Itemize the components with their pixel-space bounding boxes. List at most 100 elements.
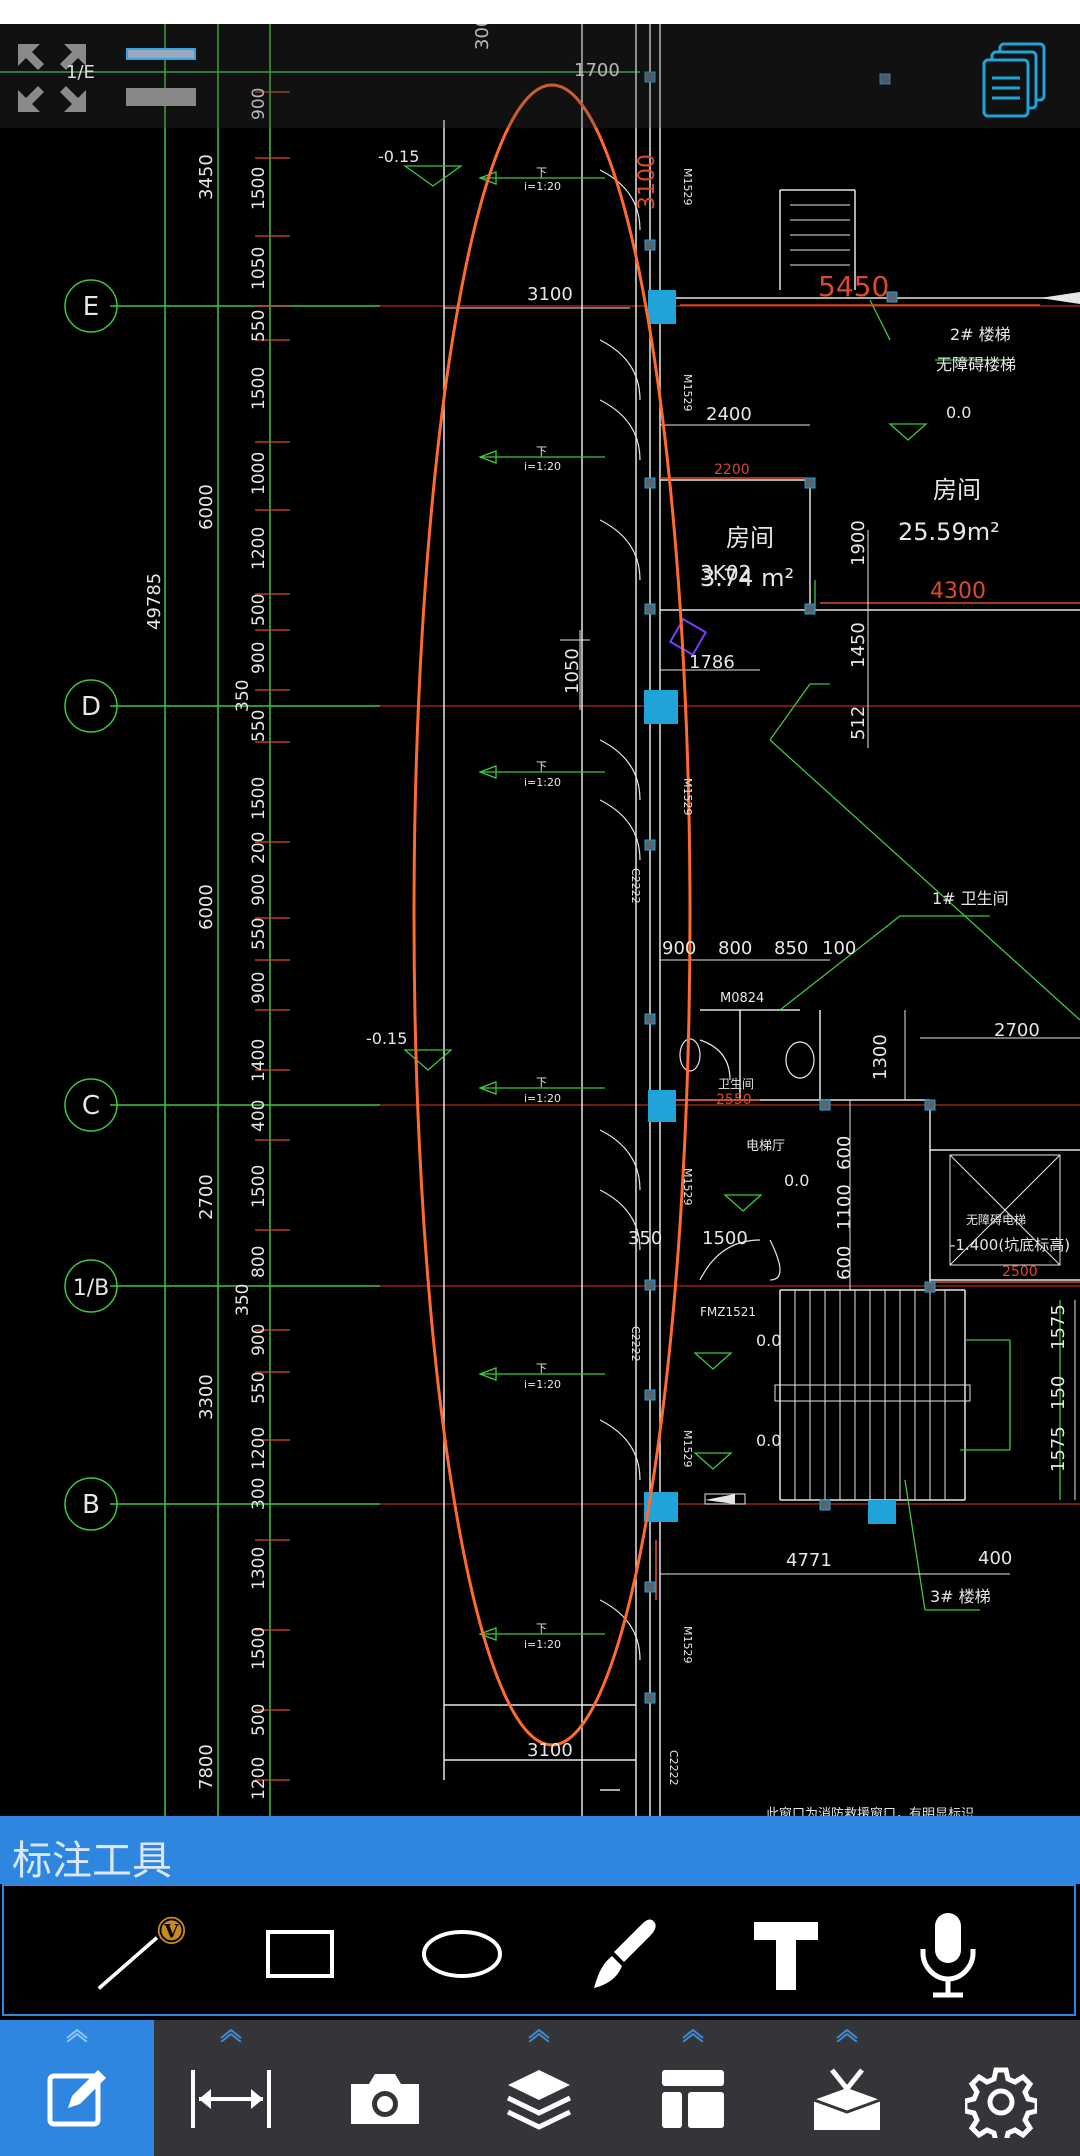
svg-text:FMZ1521: FMZ1521 — [700, 1305, 756, 1319]
chevron-up-icon — [682, 2028, 704, 2042]
svg-text:下: 下 — [536, 760, 547, 773]
svg-text:3100: 3100 — [527, 1740, 573, 1761]
svg-text:0.0: 0.0 — [756, 1331, 781, 1350]
svg-text:350: 350 — [628, 1228, 662, 1249]
svg-text:350: 350 — [233, 680, 253, 712]
brush-tool[interactable] — [572, 1906, 672, 2002]
svg-text:i=1:20: i=1:20 — [524, 1092, 561, 1105]
nav-measure[interactable] — [154, 2020, 308, 2156]
svg-text:900: 900 — [249, 1324, 269, 1356]
svg-text:i=1:20: i=1:20 — [524, 1638, 561, 1651]
svg-text:i=1:20: i=1:20 — [524, 1378, 561, 1391]
voice-tool[interactable] — [898, 1906, 998, 2002]
svg-text:900: 900 — [249, 972, 269, 1004]
svg-text:下: 下 — [536, 1076, 547, 1089]
svg-text:150: 150 — [1048, 1376, 1069, 1410]
svg-text:600: 600 — [834, 1136, 855, 1170]
svg-text:C2222: C2222 — [629, 868, 642, 904]
fullscreen-button[interactable] — [14, 40, 90, 116]
svg-text:1050: 1050 — [562, 648, 583, 694]
nav-camera[interactable] — [308, 2020, 462, 2156]
svg-text:1450: 1450 — [848, 622, 869, 668]
bottom-navigation — [0, 2020, 1080, 2156]
axis-label-e: E — [83, 292, 99, 322]
nav-layers[interactable] — [462, 2020, 616, 2156]
svg-text:i=1:20: i=1:20 — [524, 776, 561, 789]
svg-text:400: 400 — [249, 1100, 269, 1132]
svg-text:100: 100 — [822, 938, 856, 959]
svg-text:1400: 1400 — [249, 1039, 269, 1082]
dim-text: 6000 — [196, 884, 217, 930]
axis-chip-label: 1/E — [66, 62, 95, 83]
chevron-up-icon — [836, 2028, 858, 2042]
svg-text:850: 850 — [774, 938, 808, 959]
svg-text:2500: 2500 — [1002, 1264, 1038, 1280]
svg-text:1300: 1300 — [870, 1034, 891, 1080]
cad-drawing: E D C 1/B B 3450 6000 49785 6000 2700 33… — [0, 24, 1080, 1816]
svg-text:1786: 1786 — [689, 652, 735, 673]
svg-text:1500: 1500 — [702, 1228, 748, 1249]
text-tool-icon — [754, 1922, 818, 1990]
svg-text:2700: 2700 — [994, 1020, 1040, 1041]
svg-text:1500: 1500 — [249, 167, 269, 210]
drawing-canvas[interactable]: E D C 1/B B 3450 6000 49785 6000 2700 33… — [0, 24, 1080, 1816]
dim-text: 49785 — [144, 573, 165, 630]
layout-toggle[interactable] — [124, 48, 198, 110]
svg-text:无障碍电梯: 无障碍电梯 — [966, 1212, 1026, 1227]
svg-text:1100: 1100 — [834, 1184, 855, 1230]
text-tool[interactable] — [736, 1906, 836, 2002]
viewer-topbar — [0, 24, 1080, 128]
svg-text:550: 550 — [249, 1372, 269, 1404]
ellipse-tool[interactable] — [412, 1906, 512, 2002]
svg-text:下: 下 — [536, 1622, 547, 1635]
line-tool[interactable]: V — [86, 1906, 186, 2002]
svg-text:900: 900 — [662, 938, 696, 959]
status-bar — [0, 0, 1080, 24]
axis-label-d: D — [81, 692, 101, 722]
svg-text:400: 400 — [978, 1548, 1012, 1569]
svg-text:i=1:20: i=1:20 — [524, 460, 561, 473]
layout-icon — [662, 2070, 724, 2128]
dim-text: 3300 — [196, 1374, 217, 1420]
rectangle-tool[interactable] — [250, 1906, 350, 2002]
svg-text:下: 下 — [536, 445, 547, 458]
chevron-up-icon — [66, 2028, 88, 2042]
svg-text:1# 卫生间: 1# 卫生间 — [932, 889, 1009, 908]
settings-icon — [965, 2067, 1037, 2138]
svg-text:-0.15: -0.15 — [378, 147, 419, 166]
measure-icon — [191, 2070, 271, 2128]
nav-settings[interactable] — [924, 2020, 1078, 2156]
svg-text:下: 下 — [536, 166, 547, 179]
svg-text:300: 300 — [472, 24, 493, 50]
svg-text:2200: 2200 — [714, 462, 750, 478]
svg-text:2# 楼梯: 2# 楼梯 — [950, 325, 1011, 344]
documents-button[interactable] — [978, 40, 1050, 120]
svg-text:C2222: C2222 — [667, 1750, 680, 1786]
axis-bubble-c — [64, 1078, 118, 1132]
svg-text:300: 300 — [249, 1478, 269, 1510]
nav-annotate[interactable] — [0, 2020, 154, 2156]
svg-text:900: 900 — [249, 642, 269, 674]
line-tool-badge: V — [163, 1922, 179, 1943]
nav-toolbox[interactable] — [770, 2020, 924, 2156]
marker-shape — [668, 617, 708, 657]
dim-text: 3450 — [196, 154, 217, 200]
svg-text:900: 900 — [249, 874, 269, 906]
svg-text:-1.400(坑底标高): -1.400(坑底标高) — [950, 1236, 1070, 1254]
svg-text:1500: 1500 — [249, 1627, 269, 1670]
svg-text:下: 下 — [536, 1362, 547, 1375]
dim-text: 2700 — [196, 1174, 217, 1220]
svg-text:M0824: M0824 — [720, 991, 764, 1006]
svg-text:3100: 3100 — [635, 154, 660, 210]
svg-text:M1529: M1529 — [681, 1430, 694, 1468]
axis-label-1b: 1/B — [73, 1276, 110, 1301]
svg-text:500: 500 — [249, 594, 269, 626]
axis-bubble-d — [64, 679, 118, 733]
svg-text:电梯厅: 电梯厅 — [746, 1139, 785, 1154]
svg-text:550: 550 — [249, 710, 269, 742]
axis-label-b: B — [82, 1490, 100, 1520]
svg-text:M1529: M1529 — [681, 1626, 694, 1664]
svg-text:M1529: M1529 — [681, 778, 694, 816]
nav-layout[interactable] — [616, 2020, 770, 2156]
svg-text:3K02: 3K02 — [700, 561, 751, 585]
